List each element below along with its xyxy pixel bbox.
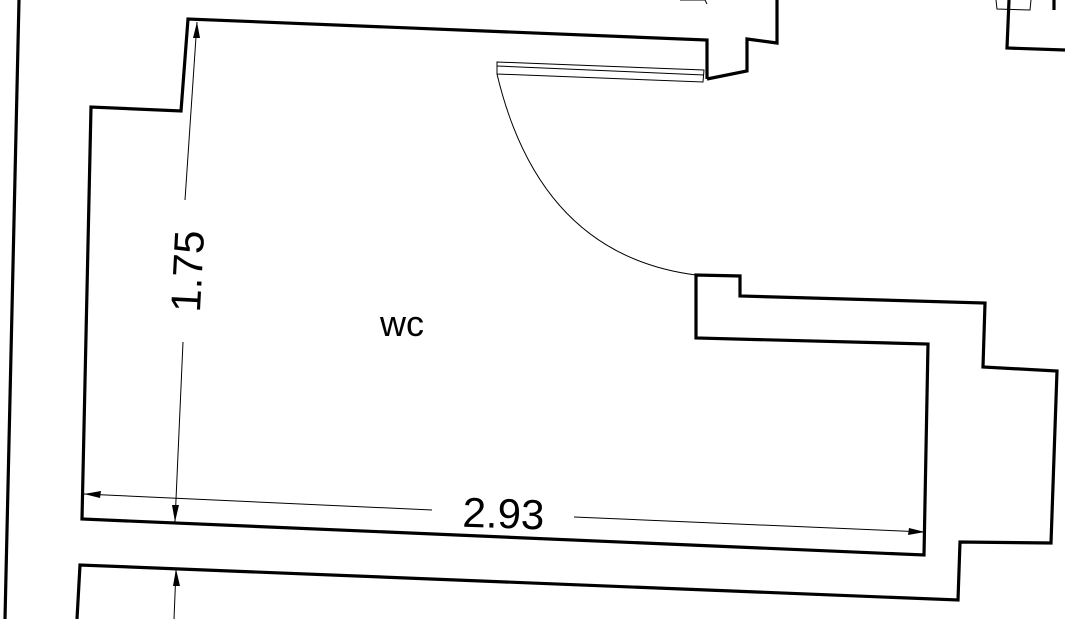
width-dimension-line-right xyxy=(573,516,926,533)
height-dimension-line-lower xyxy=(174,341,184,523)
door-leaf-inner xyxy=(496,65,705,76)
height-dimension-arrow-bottom xyxy=(172,505,179,522)
upper-frame-detail xyxy=(680,0,708,5)
window-frame-fragment xyxy=(995,0,1032,11)
height-dimension-line-upper xyxy=(184,21,198,201)
upper-right-wall-fragment xyxy=(1005,0,1065,52)
upper-wall-fragment xyxy=(706,0,779,81)
exterior-wall-line xyxy=(3,0,21,619)
door-leaf xyxy=(496,61,705,83)
height-dimension-arrow-top xyxy=(193,22,200,38)
room-label: WC xyxy=(379,303,424,344)
lower-dimension-arrow xyxy=(173,569,180,586)
width-dimension-arrow-right xyxy=(908,528,925,535)
door-swing-arc xyxy=(496,73,697,276)
wc-room-wall xyxy=(75,17,1059,619)
width-dimension-label: 2.93 xyxy=(462,489,545,539)
height-dimension-label: 1.75 xyxy=(162,229,213,313)
width-dimension-arrow-left xyxy=(84,491,101,498)
width-dimension-line-left xyxy=(83,493,433,511)
